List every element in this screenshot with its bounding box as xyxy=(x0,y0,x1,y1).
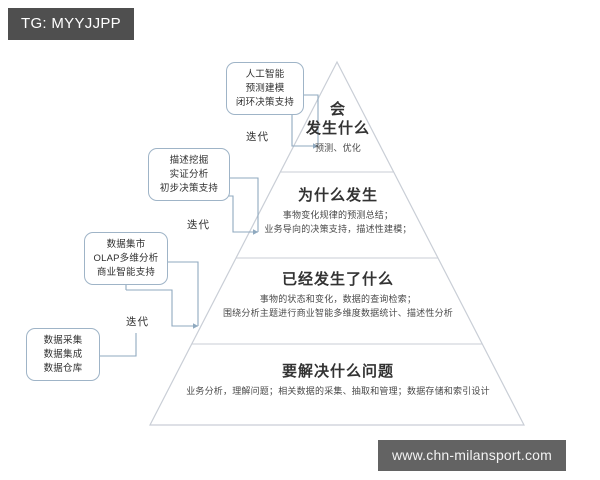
callout-box-data-mart-olap: 数据集市 OLAP多维分析 商业智能支持 xyxy=(84,232,168,286)
pyramid-tier-4: 要解决什么问题 业务分析，理解问题；相关数据的采集、抽取和管理；数据存储和索引设… xyxy=(118,362,558,399)
callout-box-descriptive-mining: 描述挖掘 实证分析 初步决策支持 xyxy=(148,148,230,202)
pyramid-tier-2: 为什么发生 事物变化规律的预测总结； 业务导向的决策支持，描述性建模； xyxy=(200,186,476,237)
site-watermark: www.chn-milansport.com xyxy=(378,440,566,471)
iteration-label-2: 迭代 xyxy=(181,216,216,236)
pyramid-outline xyxy=(149,60,525,426)
connector-callout-3-stub xyxy=(168,261,199,326)
tg-badge: TG: MYYJJPP xyxy=(8,8,134,40)
connector-callout-4-stub xyxy=(100,326,137,357)
pyramid-tier-3-title: 已经发生了什么 xyxy=(281,271,394,288)
pyramid-tier-2-subtitle: 事物变化规律的预测总结； 业务导向的决策支持，描述性建模； xyxy=(264,210,412,235)
pyramid-triangle xyxy=(149,60,525,426)
pyramid-tier-4-subtitle: 业务分析，理解问题；相关数据的采集、抽取和管理；数据存储和索引设计 xyxy=(186,386,490,397)
iteration-label-3: 迭代 xyxy=(120,313,155,333)
pyramid-tier-2-title: 为什么发生 xyxy=(297,187,378,204)
pyramid-tier-1-subtitle: 预测、优化 xyxy=(314,143,361,154)
callout-box-data-collection: 数据采集 数据集成 数据仓库 xyxy=(26,328,100,382)
callout-box-ai-prediction: 人工智能 预测建模 闭环决策支持 xyxy=(226,62,304,116)
connector-callout-2-stub xyxy=(230,177,259,232)
connector-callout-1-stub xyxy=(304,94,319,146)
pyramid-tier-1: 会 发生什么 预测、优化 xyxy=(258,100,418,156)
pyramid-tier-3: 已经发生了什么 事物的状态和变化，数据的查询检索； 围绕分析主题进行商业智能多维… xyxy=(160,270,516,321)
pyramid-tier-1-title: 会 发生什么 xyxy=(305,101,370,138)
pyramid-tier-4-title: 要解决什么问题 xyxy=(281,363,394,380)
iteration-label-1: 迭代 xyxy=(240,128,275,148)
pyramid-tier-3-subtitle: 事物的状态和变化，数据的查询检索； 围绕分析主题进行商业智能多维度数据统计、描述… xyxy=(222,294,453,319)
